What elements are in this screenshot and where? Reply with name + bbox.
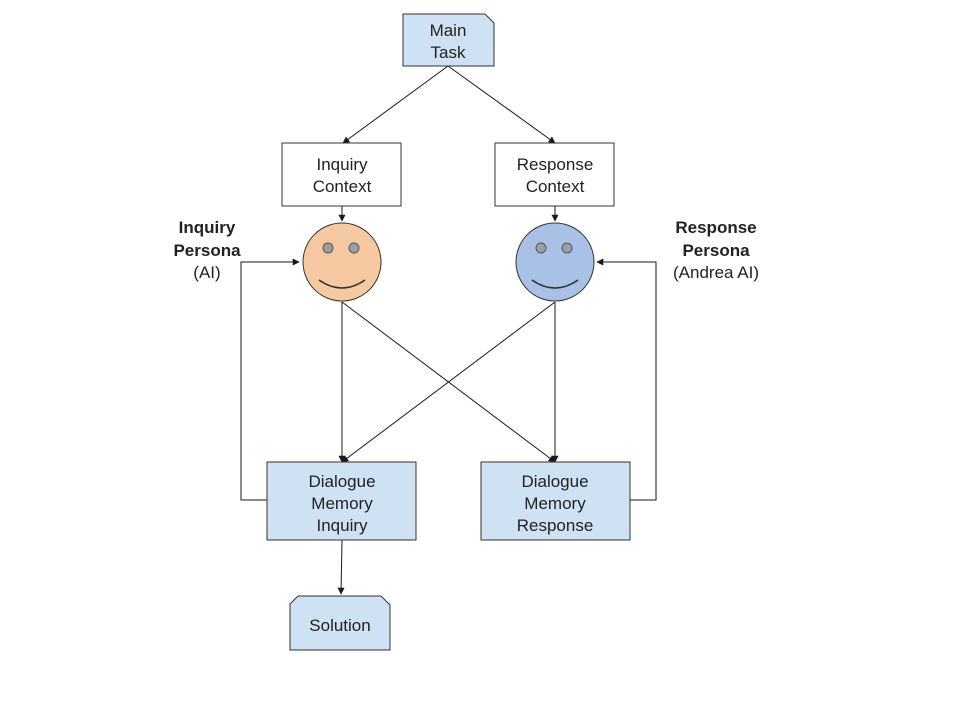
main-task-node: Main Task xyxy=(402,13,495,67)
dialogue-memory-response-box xyxy=(480,461,631,541)
inquiry-persona-name-line-1: Inquiry xyxy=(179,218,236,237)
response-persona-sub: (Andrea AI) xyxy=(673,263,759,282)
smile-icon xyxy=(318,279,366,289)
dialogue-memory-response-line-3: Response xyxy=(517,516,594,535)
dialogue-memory-response-line-1: Dialogue xyxy=(521,472,588,491)
edges xyxy=(240,65,657,595)
response-persona-face xyxy=(515,222,595,302)
dialogue-memory-inquiry-line-1: Dialogue xyxy=(308,472,375,491)
edge-task-to-response-context xyxy=(447,65,556,144)
solution-node: Solution xyxy=(289,595,391,651)
dialogue-memory-inquiry-line-2: Memory xyxy=(311,494,373,513)
edge-memory-inquiry-feedback xyxy=(240,258,300,501)
main-task-line-2: Task xyxy=(431,43,466,62)
dialogue-memory-response-node: Dialogue Memory Response xyxy=(480,461,631,541)
right-eye-icon xyxy=(348,242,360,254)
response-persona-name-line-1: Response xyxy=(675,218,756,237)
solution-shape xyxy=(289,595,391,651)
response-context-box xyxy=(494,142,615,207)
edge-response-persona-to-memory-inquiry xyxy=(341,301,556,463)
inquiry-persona-face xyxy=(302,222,382,302)
edge-memory-inquiry-to-solution xyxy=(337,539,345,595)
inquiry-persona-label: Inquiry Persona (AI) xyxy=(173,218,241,282)
main-task-line-1: Main xyxy=(430,21,467,40)
dialogue-memory-inquiry-box xyxy=(266,461,417,541)
smiley-face-icon xyxy=(302,222,382,302)
smiley-face-icon xyxy=(515,222,595,302)
dialogue-memory-response-line-2: Memory xyxy=(524,494,586,513)
left-eye-icon xyxy=(322,242,334,254)
left-eye-icon xyxy=(535,242,547,254)
response-context-line-1: Response xyxy=(517,155,594,174)
response-persona-label: Response Persona (Andrea AI) xyxy=(673,218,759,282)
response-context-node: Response Context xyxy=(494,142,615,207)
inquiry-context-line-2: Context xyxy=(313,177,372,196)
edge-memory-response-feedback xyxy=(596,258,657,501)
inquiry-persona-name-line-2: Persona xyxy=(173,241,241,260)
inquiry-context-node: Inquiry Context xyxy=(281,142,402,207)
main-task-shape xyxy=(402,13,495,67)
dialogue-memory-inquiry-line-3: Inquiry xyxy=(316,516,368,535)
right-eye-icon xyxy=(561,242,573,254)
solution-label: Solution xyxy=(309,616,370,635)
smile-icon xyxy=(531,279,579,289)
edge-task-to-inquiry-context xyxy=(342,65,449,144)
inquiry-context-line-1: Inquiry xyxy=(316,155,368,174)
dialogue-memory-inquiry-node: Dialogue Memory Inquiry xyxy=(266,461,417,541)
response-persona-name-line-2: Persona xyxy=(682,241,750,260)
inquiry-context-box xyxy=(281,142,402,207)
response-context-line-2: Context xyxy=(526,177,585,196)
inquiry-persona-sub: (AI) xyxy=(193,263,220,282)
